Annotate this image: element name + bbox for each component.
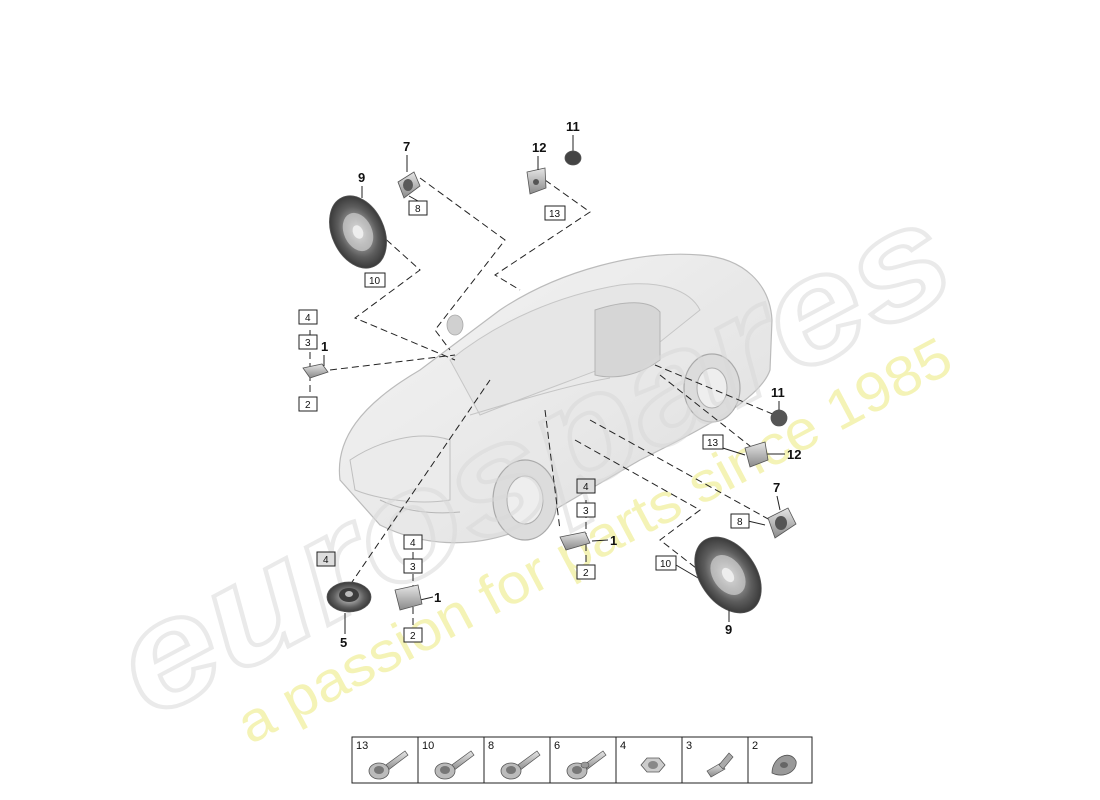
callout-11: 11 — [566, 119, 580, 134]
bracket-part — [744, 441, 769, 468]
watermark-brand: eurospares — [86, 168, 977, 748]
legend-cell-3: 3 — [681, 737, 734, 783]
legend-label: 2 — [752, 740, 758, 752]
callout-1: 1 — [434, 590, 441, 605]
callout-7: 7 — [403, 139, 410, 154]
callout-2: 2 — [305, 400, 311, 411]
legend-label: 3 — [686, 740, 692, 752]
watermark: eurospares a passion for parts since 198… — [84, 166, 979, 756]
callout-3: 3 — [583, 506, 589, 517]
speaker-small-part — [397, 171, 421, 199]
callout-13: 13 — [707, 438, 719, 449]
callouts: 11 7 12 9 8 13 10 4 3 1 2 11 13 12 7 8 — [298, 119, 801, 650]
callout-8: 8 — [415, 204, 421, 215]
callout-10: 10 — [660, 559, 672, 570]
callout-4: 4 — [410, 538, 416, 549]
speaker-large-part — [329, 195, 387, 269]
callout-4: 4 — [583, 482, 589, 493]
leader-lines — [309, 150, 785, 625]
callout-4: 4 — [323, 555, 329, 566]
speaker-medium-part — [326, 581, 372, 613]
legend-label: 6 — [554, 740, 560, 752]
parts — [302, 150, 797, 614]
screw-flange-icon — [368, 750, 409, 780]
screw-collar-icon — [566, 750, 607, 780]
callout-3: 3 — [410, 562, 416, 573]
amplifier-part — [394, 584, 423, 611]
legend-label: 10 — [422, 740, 434, 752]
callout-3: 3 — [305, 338, 311, 349]
hex-nut-icon — [640, 757, 666, 773]
speaker-large-part — [694, 536, 762, 614]
legend-label: 4 — [620, 740, 626, 752]
callout-12: 12 — [787, 447, 801, 462]
tweeter-part — [770, 409, 788, 427]
callout-2: 2 — [583, 568, 589, 579]
tweeter-part — [564, 150, 582, 166]
callout-10: 10 — [369, 276, 381, 287]
callout-1: 1 — [321, 339, 328, 354]
callout-1: 1 — [610, 533, 617, 548]
callout-12: 12 — [532, 140, 546, 155]
amplifier-part — [302, 363, 329, 379]
bracket-part — [526, 167, 547, 195]
legend-cell-8: 8 — [483, 737, 541, 783]
speaker-small-part — [767, 507, 797, 539]
screw-dome-icon — [434, 750, 475, 780]
legend-label: 13 — [356, 740, 368, 752]
screw-flange-icon — [500, 750, 541, 780]
callout-4: 4 — [305, 313, 311, 324]
legend-cell-4: 4 — [615, 737, 666, 783]
callout-5: 5 — [340, 635, 347, 650]
callout-2: 2 — [410, 631, 416, 642]
legend-cell-2: 2 — [747, 737, 797, 783]
legend-cell-6: 6 — [549, 737, 607, 783]
amplifier-part — [559, 531, 591, 551]
legend-label: 8 — [488, 740, 494, 752]
fastener-legend: 13 10 8 6 4 3 2 — [351, 736, 813, 784]
legend-cell-10: 10 — [417, 737, 475, 783]
callout-7: 7 — [773, 480, 780, 495]
car-phantom — [338, 253, 773, 544]
grommet-icon — [771, 754, 797, 776]
callout-11: 11 — [771, 385, 785, 400]
callout-9: 9 — [358, 170, 365, 185]
clip-stud-icon — [706, 752, 734, 778]
legend-cell-13: 13 — [356, 740, 409, 780]
callout-13: 13 — [549, 209, 561, 220]
callout-8: 8 — [737, 517, 743, 528]
callout-9: 9 — [725, 622, 732, 637]
